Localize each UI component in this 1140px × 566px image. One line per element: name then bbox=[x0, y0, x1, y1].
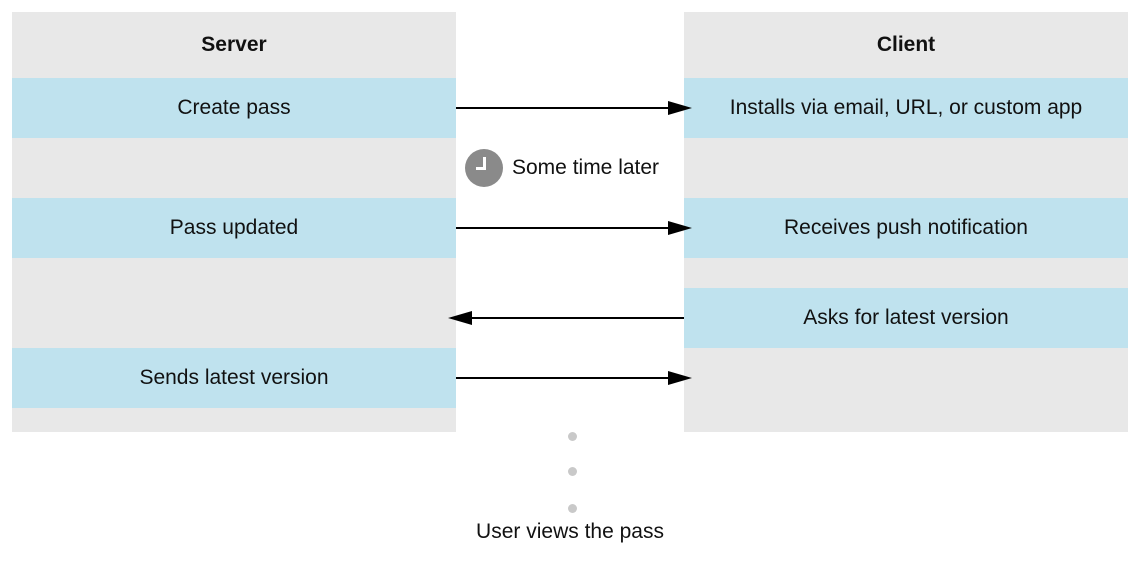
client-step-receives-push: Receives push notification bbox=[684, 198, 1128, 258]
server-step-pass-updated: Pass updated bbox=[12, 198, 456, 258]
footer-caption: User views the pass bbox=[476, 520, 664, 543]
client-step-installs: Installs via email, URL, or custom app bbox=[684, 78, 1128, 138]
client-column: Client Installs via email, URL, or custo… bbox=[684, 12, 1128, 432]
time-note-text: Some time later bbox=[512, 156, 660, 179]
arrowhead-ask-to-server bbox=[448, 311, 472, 325]
arrowhead-updated-to-push bbox=[668, 221, 692, 235]
time-note: Some time later bbox=[465, 148, 659, 188]
server-header: Server bbox=[201, 33, 267, 56]
server-step-create-pass: Create pass bbox=[12, 78, 456, 138]
server-column: Server Create pass Pass updated Sends la… bbox=[12, 12, 456, 432]
client-step-asks-latest: Asks for latest version bbox=[684, 288, 1128, 348]
ellipsis-dot bbox=[568, 504, 577, 513]
arrowhead-create-to-install bbox=[668, 101, 692, 115]
client-header: Client bbox=[876, 33, 936, 56]
server-step-sends-latest-version: Sends latest version bbox=[12, 348, 456, 408]
arrowhead-send-to-client bbox=[668, 371, 692, 385]
clock-icon bbox=[465, 149, 503, 187]
ellipsis-dot bbox=[568, 432, 577, 441]
ellipsis-dot bbox=[568, 467, 577, 476]
